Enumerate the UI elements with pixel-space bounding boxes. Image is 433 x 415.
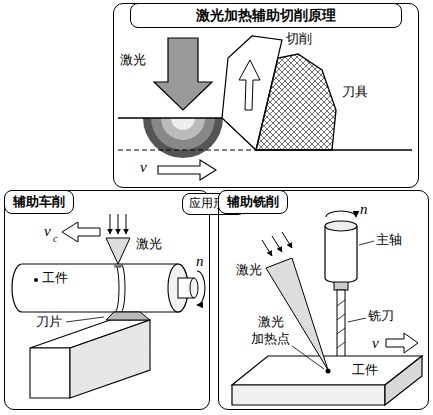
leader-line bbox=[66, 317, 104, 322]
leader-line bbox=[292, 346, 324, 369]
part-label: 工件 bbox=[352, 362, 378, 379]
part-label: 刀具 bbox=[342, 84, 368, 101]
velocity-arrow bbox=[62, 222, 100, 242]
laser-ray bbox=[126, 214, 127, 234]
rotation-arrow bbox=[197, 271, 205, 305]
rotation-arrow bbox=[326, 211, 356, 217]
laser-beam bbox=[154, 38, 212, 110]
tool-holder bbox=[70, 320, 150, 398]
workpiece-surface bbox=[118, 117, 222, 118]
principle-panel: 激光加热辅助切削原理 bbox=[113, 3, 419, 188]
leader-line bbox=[359, 241, 374, 245]
milling-panel: 辅助铣削 bbox=[218, 190, 429, 410]
motion-symbol: c bbox=[53, 232, 57, 245]
part-label: 激光 bbox=[236, 262, 262, 279]
chip-flow-arrow bbox=[239, 60, 260, 110]
part-label: 工件 bbox=[42, 270, 68, 287]
shear-plane bbox=[222, 118, 256, 150]
motion-symbol: v bbox=[372, 334, 379, 354]
part-label: 激光 bbox=[136, 236, 162, 253]
workpiece-block bbox=[232, 385, 385, 405]
laser-ray bbox=[262, 240, 272, 256]
part-label: 激光 加热点 bbox=[250, 314, 292, 348]
heat-zone bbox=[143, 118, 223, 158]
cutting-tool bbox=[256, 54, 336, 150]
part-label: 主轴 bbox=[376, 232, 402, 249]
velocity-arrow bbox=[386, 333, 418, 353]
cut-depth-line bbox=[118, 150, 256, 151]
groove bbox=[121, 264, 125, 312]
spindle bbox=[325, 226, 357, 283]
workpiece-cylinder bbox=[12, 264, 188, 312]
part-label: 刀片 bbox=[36, 314, 62, 331]
laser-ray bbox=[272, 236, 282, 252]
insert bbox=[106, 312, 150, 320]
collet bbox=[334, 282, 348, 290]
motion-symbol: n bbox=[360, 200, 368, 220]
heat-zone bbox=[151, 118, 215, 150]
leader-dot bbox=[34, 278, 38, 282]
cutter-flute bbox=[337, 300, 345, 362]
heat-zone bbox=[171, 118, 195, 130]
velocity-arrow bbox=[158, 160, 216, 180]
motion-symbol: v bbox=[140, 158, 147, 178]
motion-symbol: n bbox=[196, 252, 204, 272]
leader-line bbox=[348, 318, 366, 322]
panel-heading: 辅助车削 bbox=[4, 190, 74, 214]
tool-holder bbox=[30, 348, 70, 398]
laser-ray bbox=[118, 214, 119, 234]
laser-cone bbox=[106, 238, 130, 264]
panel-heading: 辅助铣削 bbox=[218, 190, 288, 214]
groove bbox=[115, 264, 119, 312]
part-label: 切削 bbox=[286, 31, 312, 48]
part-label: 激光 bbox=[120, 52, 146, 69]
laser-spot bbox=[114, 264, 122, 268]
part-label: 铣刀 bbox=[368, 308, 394, 325]
laser-ray bbox=[282, 232, 292, 248]
laser-ray bbox=[110, 214, 111, 234]
turning-panel: 辅助车削 bbox=[4, 190, 210, 410]
panel-heading: 激光加热辅助切削原理 bbox=[130, 3, 402, 29]
shaft-end bbox=[190, 278, 198, 298]
motion-symbol: v bbox=[44, 222, 51, 242]
heating-point bbox=[326, 369, 331, 374]
workpiece-block bbox=[385, 356, 422, 405]
spindle-top bbox=[325, 221, 357, 231]
heat-zone bbox=[161, 118, 205, 140]
